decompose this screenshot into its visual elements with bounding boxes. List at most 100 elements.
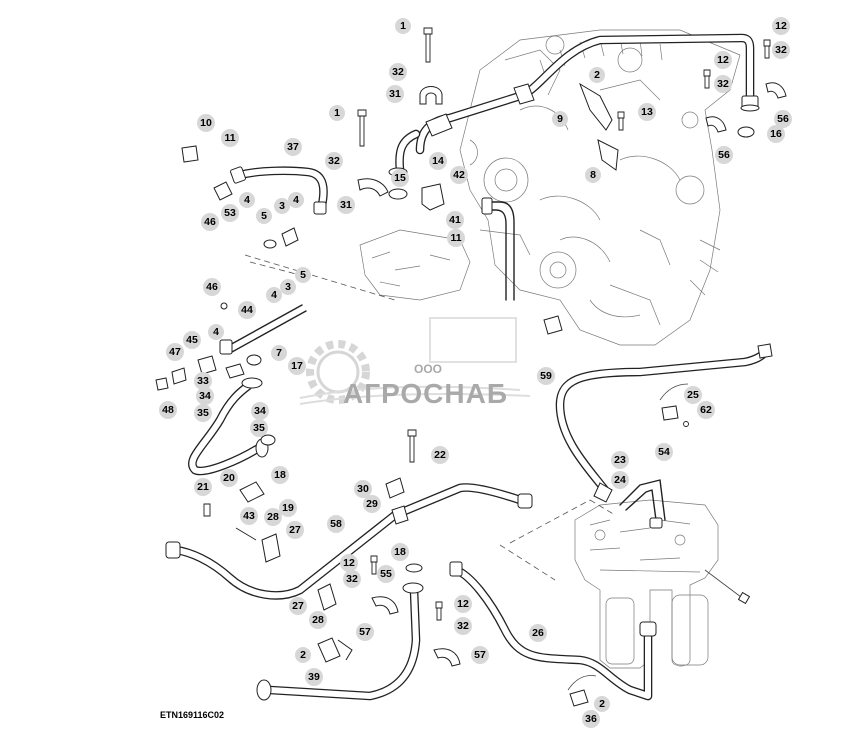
callout-bubble [715,146,733,164]
callout-53: 53 [221,204,239,222]
callout-bubble [454,617,472,635]
callout-bubble [183,331,201,349]
upper-return-pipe [388,33,760,177]
callout-number: 5 [261,210,267,222]
callout-number: 37 [287,141,299,153]
callout-bubble [429,152,447,170]
callout-number: 45 [186,334,198,346]
callout-bubble [552,111,568,127]
callout-bubble [256,208,272,224]
callout-37: 37 [284,138,302,156]
callout-number: 33 [197,375,209,387]
callout-number: 28 [312,614,324,626]
callout-number: 39 [308,671,320,683]
callout-number: 54 [658,446,670,458]
callout-bubble [447,229,465,247]
callout-number: 12 [457,598,469,610]
callout-32: 32 [454,617,472,635]
callout-number: 20 [223,472,235,484]
callout-19: 19 [279,499,297,517]
callout-4: 4 [208,324,224,340]
callout-5: 5 [295,267,311,283]
callout-34: 34 [196,387,214,405]
callout-24: 24 [611,471,629,489]
callout-5: 5 [256,208,272,224]
callout-1: 1 [395,18,411,34]
callout-27: 27 [286,521,304,539]
callout-56: 56 [774,110,792,128]
callout-number: 36 [585,713,597,725]
pipe-26 [449,561,657,701]
callout-48: 48 [159,401,177,419]
callout-bubble [194,404,212,422]
callout-12: 12 [340,554,358,572]
callout-bubble [585,167,601,183]
callout-number: 29 [366,498,378,510]
callout-number: 46 [206,281,218,293]
callout-3: 3 [280,279,296,295]
callout-62: 62 [697,401,715,419]
callout-number: 58 [330,518,342,530]
callout-number: 32 [392,66,404,78]
callout-20: 20 [220,469,238,487]
callout-bubble [772,41,790,59]
callout-46: 46 [203,278,221,296]
callout-16: 16 [767,125,785,143]
callout-33: 33 [194,372,212,390]
callout-number: 14 [432,155,444,167]
callout-bubble [450,166,468,184]
callout-number: 12 [775,20,787,32]
callout-bubble [655,443,673,461]
callout-4: 4 [288,192,304,208]
callout-bubble [194,372,212,390]
callout-bubble [279,499,297,517]
callout-number: 9 [557,113,563,125]
callout-28: 28 [309,611,327,629]
callout-number: 25 [687,389,699,401]
callout-bubble [638,103,656,121]
callout-number: 15 [394,172,406,184]
callout-bubble [356,623,374,641]
callout-number: 41 [449,214,461,226]
callout-number: 4 [293,194,299,206]
callout-number: 34 [254,405,266,417]
callout-1: 1 [329,105,345,121]
callout-number: 3 [285,281,291,293]
callout-3: 3 [274,198,290,214]
callout-bubble [391,543,409,561]
callout-bubble [240,507,258,525]
callout-44: 44 [238,301,256,319]
callout-number: 28 [267,511,279,523]
callout-bubble [295,647,311,663]
callout-bubble [529,624,547,642]
callout-bubble [327,515,345,533]
callout-number: 32 [775,44,787,56]
callout-number: 62 [700,404,712,416]
hose-44-assembly [188,304,307,476]
callout-number: 26 [532,627,544,639]
callout-31: 31 [337,196,355,214]
callout-number: 56 [718,149,730,161]
callout-32: 32 [772,41,790,59]
callout-number: 30 [357,483,369,495]
callout-bubble [264,508,282,526]
callout-26: 26 [529,624,547,642]
callout-21: 21 [194,478,212,496]
callout-bubble [284,138,302,156]
callout-bubble [220,469,238,487]
callout-number: 57 [359,626,371,638]
callout-39: 39 [305,668,323,686]
callout-bubble [391,169,409,187]
callout-number: 22 [434,449,446,461]
callout-bubble [363,495,381,513]
callout-bubble [594,696,610,712]
callout-35: 35 [194,404,212,422]
right-pressure-hose [555,343,773,529]
dashed-leader-lines [244,254,616,581]
callout-bubble [159,401,177,419]
callout-number: 4 [244,194,250,206]
callout-bubble [250,419,268,437]
callout-number: 53 [224,207,236,219]
callout-number: 42 [453,169,465,181]
